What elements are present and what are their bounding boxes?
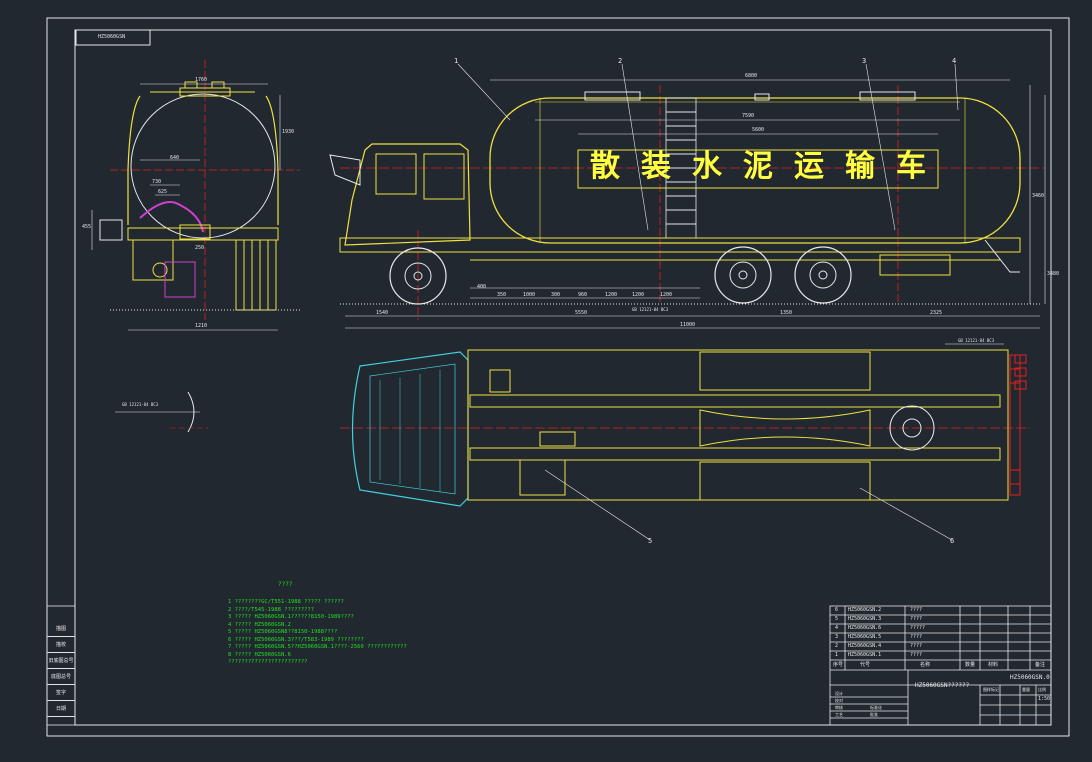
- rear-view: [91, 60, 300, 331]
- banner-char: 装: [641, 149, 692, 184]
- note-line: 2 ????/T545-1988 ?????????: [228, 606, 315, 613]
- tb-sheet-label: 图样标记: [983, 687, 999, 692]
- note-line: 3 ????? HZ5060GSN.1??????8150-1989????: [228, 614, 354, 620]
- tb-sign: 设计: [835, 691, 843, 696]
- tb-sign: 工艺: [835, 712, 843, 717]
- banner-char: 泥: [743, 149, 794, 184]
- dim-b-3: 1000: [523, 292, 536, 298]
- tank-banner: 散装水泥运输车: [590, 152, 947, 182]
- drawing-code: HZ5060GSN: [98, 34, 126, 40]
- gb-callout-2: GB 12121-84 BC3: [122, 402, 159, 407]
- dim-overall-7: 3480: [1047, 271, 1060, 277]
- side-cell: 签字: [47, 686, 75, 701]
- cab-top: [351, 351, 469, 507]
- tb-sign: 校对: [835, 698, 843, 703]
- title-block-code: HZ5060GSN.0: [1010, 674, 1050, 681]
- dim-overall-1: 1540: [376, 310, 389, 316]
- side-cell: 旧底图总号: [47, 654, 75, 669]
- dim-top-2: 7590: [742, 113, 755, 119]
- note-line: 5 ????? HZ5060GSN8??8150-1988????: [228, 629, 338, 635]
- dim-rear-width: 1760: [195, 77, 208, 83]
- tb-sign: 批准: [870, 712, 878, 717]
- top-view: [115, 343, 1030, 541]
- dim-overall-6: 3460: [1032, 193, 1045, 199]
- dim-top-3: 5600: [752, 127, 765, 133]
- gb-callout-3: GB 12121-84 BC3: [958, 338, 995, 343]
- dim-overall-5: 11000: [680, 322, 696, 328]
- dim-rear-7: 250: [195, 245, 205, 251]
- note-line: 1 ????????GC/T551-1988 ????? ??????: [228, 599, 344, 605]
- outer-frame: [46, 17, 1070, 737]
- callout-2: 2: [618, 57, 623, 65]
- dim-rear-4: 625: [158, 189, 168, 195]
- note-line: 7 ????? HZ5060GSN.5??HZ5060GSN.1????-256…: [228, 644, 407, 650]
- bom-header-row: 序号 代号 名称 数量 材料 备注: [833, 662, 1046, 668]
- wheel-rear-2: [794, 246, 852, 304]
- side-cell: 日期: [47, 702, 75, 717]
- callout-1: 1: [454, 57, 459, 65]
- side-view: [329, 63, 1046, 329]
- notes-title: ????: [278, 581, 293, 588]
- tb-sheet-label: 比例: [1038, 687, 1046, 692]
- dim-b-7: 1200: [632, 292, 645, 298]
- tb-sign: 标准化: [870, 705, 882, 710]
- banner-char: 输: [845, 149, 896, 184]
- inner-frame: [74, 29, 1052, 726]
- title-block: [829, 605, 1052, 726]
- wheel-rear-1: [714, 246, 772, 304]
- callout-5: 5: [648, 537, 653, 545]
- notes-list: 1 ????????GC/T551-1988 ????? ?????? 2 ??…: [228, 599, 407, 668]
- dim-rear-2: 640: [170, 155, 180, 161]
- rear-tank: [130, 93, 276, 239]
- dim-top-1: 6800: [745, 73, 758, 79]
- dim-b-1: 400: [477, 284, 487, 290]
- dim-b-8: 1200: [660, 292, 673, 298]
- banner-char: 水: [692, 149, 743, 184]
- note-line: ????????????????????????: [228, 659, 308, 665]
- gb-callout-1: GB 12121-84 BC3: [632, 307, 669, 312]
- banner-char: 车: [896, 149, 947, 184]
- dim-overall-3: 1350: [780, 310, 793, 316]
- dim-b-6: 1200: [605, 292, 618, 298]
- drawing-code-box: [75, 29, 151, 46]
- callout-6: 6: [950, 537, 955, 545]
- side-table: [46, 605, 76, 726]
- title-block-name: HZ5060GSN??????: [915, 682, 970, 689]
- side-cell: 描校: [47, 638, 75, 653]
- callout-3: 3: [862, 57, 867, 65]
- cab: [344, 143, 471, 246]
- side-cell: 底图总号: [47, 670, 75, 685]
- dim-overall-4: 2325: [930, 310, 943, 316]
- dim-rear-8: 1210: [195, 323, 208, 329]
- dim-rear-5: 1930: [282, 129, 295, 135]
- dim-b-4: 300: [551, 292, 561, 298]
- banner-char: 散: [590, 149, 641, 184]
- note-line: 8 ????? HZ5060GSN.6: [228, 651, 291, 658]
- dim-b-5: 960: [578, 292, 588, 298]
- side-cell: 描图: [47, 622, 75, 637]
- dim-overall-2: 5550: [575, 310, 588, 316]
- note-line: 6 ????? HZ5060GSN.3???/T583-1989 ???????…: [228, 636, 364, 643]
- banner-char: 运: [794, 149, 845, 184]
- dim-b-2: 350: [497, 292, 507, 298]
- dim-rear-3: 730: [152, 179, 162, 185]
- tb-sign: 审核: [835, 705, 843, 710]
- title-block-scale: 1:50: [1038, 696, 1051, 702]
- dim-rear-6: 455: [82, 224, 92, 230]
- note-line: 4 ????? HZ5060GSN.2: [228, 621, 291, 628]
- tb-sheet-label: 重量: [1022, 687, 1030, 692]
- callout-4: 4: [952, 57, 957, 65]
